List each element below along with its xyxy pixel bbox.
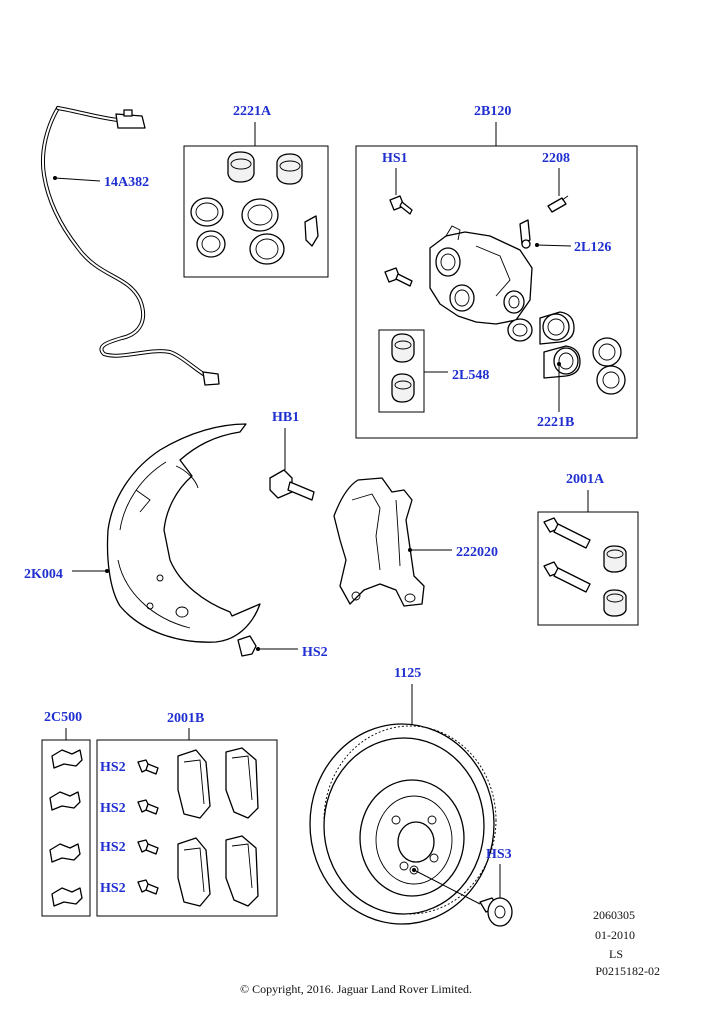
bolt-hs1-label: HS1 bbox=[382, 151, 408, 166]
drawing-part-ref: P0215182-02 bbox=[595, 964, 660, 978]
pad-screw-label-4: HS2 bbox=[100, 881, 126, 896]
pad-screw-label-3: HS2 bbox=[100, 840, 126, 855]
guide-pin-kit-box bbox=[537, 511, 639, 626]
caliper-parts[interactable] bbox=[384, 195, 626, 403]
drawing-date: 01-2010 bbox=[595, 928, 635, 942]
shield-screw-label: HS2 bbox=[302, 645, 328, 660]
carrier-part[interactable] bbox=[333, 477, 452, 607]
carrier-bolt-part[interactable] bbox=[269, 469, 315, 501]
shield-screw-part[interactable] bbox=[237, 635, 298, 657]
boot-kit-label: 2L548 bbox=[452, 368, 489, 383]
piston-kit-label: 2221B bbox=[537, 415, 574, 430]
boot-kit-box bbox=[378, 329, 425, 413]
copyright-text: © Copyright, 2016. Jaguar Land Rover Lim… bbox=[240, 982, 472, 996]
drawing-region: LS bbox=[609, 947, 623, 961]
clip-kit-box bbox=[41, 739, 91, 917]
bleed-cap-label: 2L126 bbox=[574, 240, 611, 255]
guide-pin-kit-label: 2001A bbox=[566, 472, 605, 487]
caliper-assembly-label: 2B120 bbox=[474, 104, 511, 119]
wear-sensor-label: 14A382 bbox=[104, 175, 149, 190]
seal-kit-label: 2221A bbox=[233, 104, 272, 119]
guide-pin-kit-parts[interactable] bbox=[543, 517, 627, 617]
clip-kit-label: 2C500 bbox=[44, 710, 82, 725]
disc-screw-part[interactable] bbox=[479, 897, 513, 927]
pad-screw-label-2: HS2 bbox=[100, 801, 126, 816]
screw-hs3-label: HS3 bbox=[486, 847, 512, 862]
bleed-screw-label: 2208 bbox=[542, 151, 570, 166]
seal-kit-box bbox=[183, 145, 329, 278]
shield-label: 2K004 bbox=[24, 567, 63, 582]
pad-screw-label-1: HS2 bbox=[100, 760, 126, 775]
drawing-code: 2060305 bbox=[593, 908, 635, 922]
wear-sensor-part[interactable] bbox=[41, 106, 220, 386]
brake-disc-part[interactable] bbox=[309, 723, 497, 925]
seal-kit-parts[interactable] bbox=[190, 151, 319, 265]
bolt-hb1-label: HB1 bbox=[272, 410, 299, 425]
pad-kit-parts[interactable] bbox=[137, 747, 259, 907]
pad-kit-box bbox=[96, 739, 278, 917]
carrier-label: 222020 bbox=[456, 545, 498, 560]
disc-label: 1125 bbox=[394, 666, 421, 681]
pad-kit-label: 2001B bbox=[167, 711, 204, 726]
brake-shield-part[interactable] bbox=[72, 423, 261, 643]
caliper-assembly-box bbox=[355, 145, 638, 439]
clip-kit-parts[interactable] bbox=[49, 749, 83, 907]
